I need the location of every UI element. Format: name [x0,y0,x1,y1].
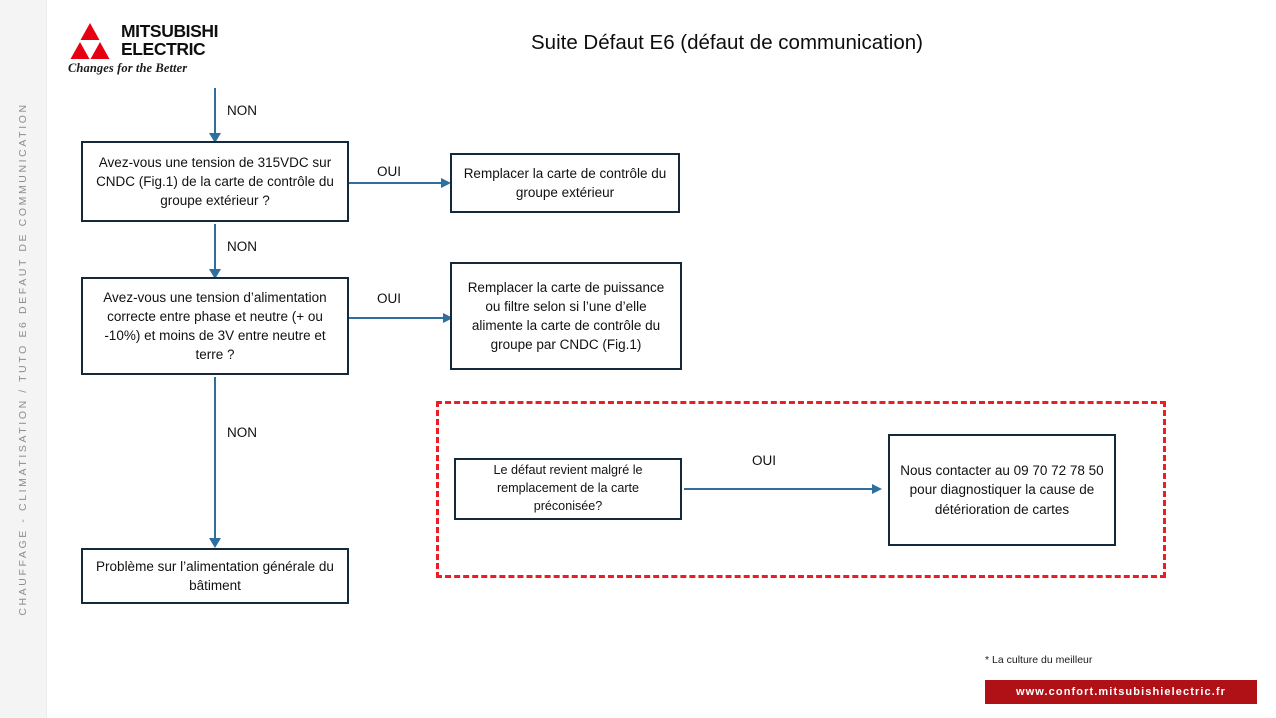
flow-node-text: Remplacer la carte de contrôle du groupe… [463,165,667,200]
flow-node-text: Avez-vous une tension de 315VDC sur CNDC… [96,154,334,209]
edge-label-oui: OUI [377,164,402,179]
flow-node-text: Avez-vous une tension d’alimentation cor… [103,289,327,363]
logo-line-1: MITSUBISHI [121,21,219,41]
arrow-head-right-icon [443,313,453,323]
flow-node-text: Nous contacter au 09 70 72 78 50 pour di… [900,463,1104,517]
flow-node-question-fault-returns: Le défaut revient malgré le remplacement… [454,458,682,520]
flow-node-question-315vdc: Avez-vous une tension de 315VDC sur CNDC… [81,141,349,222]
footnote-text: * La culture du meilleur [985,654,1093,666]
edge-label-non: NON [227,425,257,440]
arrow-head-down-icon [209,538,221,548]
connector-line [684,488,874,490]
highlight-zone-dashed [436,401,1166,578]
flow-node-question-supply-voltage: Avez-vous une tension d’alimentation cor… [81,277,349,375]
arrow-head-down-icon [209,133,221,143]
connector-line [214,377,216,543]
edge-label-oui: OUI [752,453,777,468]
logo-tagline: Changes for the Better [68,61,188,75]
arrow-head-down-icon [209,269,221,279]
website-url-text: www.confort.mitsubishielectric.fr [1015,686,1227,698]
arrow-head-right-icon [441,178,451,188]
logo-wordmark: MITSUBISHI ELECTRIC [121,21,219,59]
vertical-sidebar-strip: CHAUFFAGE - CLIMATISATION / TUTO E6 DEFA… [0,0,47,718]
connector-line [214,88,216,140]
flow-node-outcome-contact-us: Nous contacter au 09 70 72 78 50 pour di… [888,434,1116,546]
brand-logo: MITSUBISHI ELECTRIC Changes for the Bett… [63,17,263,75]
slide-canvas: MITSUBISHI ELECTRIC Changes for the Bett… [47,0,1276,718]
website-url-bar[interactable]: www.confort.mitsubishielectric.fr [985,680,1257,704]
mitsubishi-diamonds-icon [70,23,110,59]
connector-line [349,182,445,184]
flow-node-action-replace-power-board: Remplacer la carte de puissance ou filtr… [450,262,682,370]
logo-line-2: ELECTRIC [121,38,206,59]
connector-line [214,224,216,276]
sidebar-vertical-label: CHAUFFAGE - CLIMATISATION / TUTO E6 DEFA… [17,102,29,616]
flow-node-action-replace-control-board: Remplacer la carte de contrôle du groupe… [450,153,680,213]
edge-label-non: NON [227,103,257,118]
flow-node-text: Le défaut revient malgré le remplacement… [493,463,643,513]
flow-node-outcome-building-supply: Problème sur l’alimentation générale du … [81,548,349,604]
flow-node-text: Problème sur l’alimentation générale du … [96,558,334,593]
connector-line [349,317,447,319]
edge-label-oui: OUI [377,291,402,306]
edge-label-non: NON [227,239,257,254]
page-title: Suite Défaut E6 (défaut de communication… [531,31,923,54]
flow-node-text: Remplacer la carte de puissance ou filtr… [467,279,665,353]
arrow-head-right-icon [872,484,882,494]
